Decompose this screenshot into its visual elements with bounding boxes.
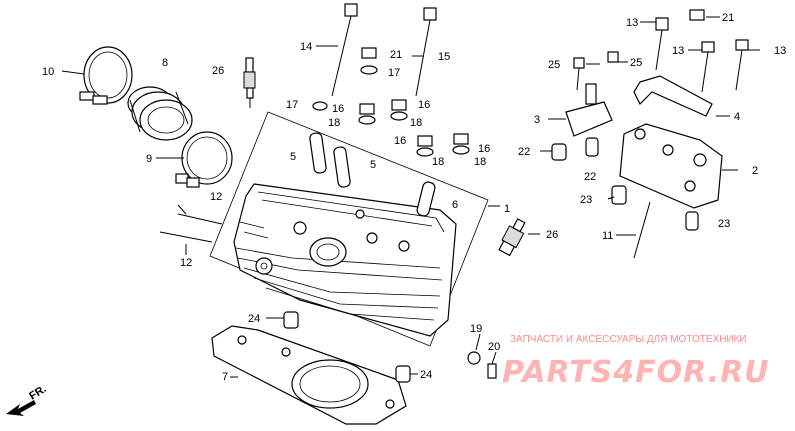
valve-guides: [309, 132, 436, 217]
carburetor-insulator-8: [127, 86, 193, 141]
label-16-c: 16: [394, 135, 406, 147]
label-19: 19: [470, 323, 482, 335]
watermark: ЗАПЧАСТИ И АКСЕССУАРЫ ДЛЯ МОТОТЕХНИКИ PA…: [502, 334, 770, 390]
nuts-and-washers: [312, 47, 470, 157]
part-labels: 10 8 26 9 12 12 14 15 21 17 17 16 18 16 …: [42, 12, 786, 383]
label-7: 7: [222, 371, 228, 383]
label-23-left: 23: [580, 194, 592, 206]
label-16-b: 16: [418, 99, 430, 111]
label-13-b: 13: [672, 45, 684, 57]
front-marker: FR.: [27, 383, 48, 403]
label-18-b: 18: [410, 117, 422, 129]
head-gasket: [211, 325, 407, 425]
stud-bolts-12: [159, 213, 223, 243]
label-16-a: 16: [332, 103, 344, 115]
intake-band-9: [175, 131, 233, 188]
label-25-left: 25: [548, 59, 560, 71]
label-24-left: 24: [248, 313, 260, 325]
rocker-plate: [633, 75, 713, 117]
cylinder-head: [233, 183, 457, 337]
watermark-caption: ЗАПЧАСТИ И АКСЕССУАРЫ ДЛЯ МОТОТЕХНИКИ: [510, 334, 747, 345]
label-5-right: 5: [370, 159, 376, 171]
label-5-left: 5: [290, 151, 296, 163]
label-22-right: 22: [584, 171, 596, 183]
label-17-lower: 17: [286, 99, 298, 111]
label-12-upper: 12: [210, 191, 222, 203]
head-assembly-frame: [209, 111, 489, 347]
label-26-upper: 26: [212, 65, 224, 77]
label-21-left: 21: [390, 49, 402, 61]
label-18-a: 18: [328, 117, 340, 129]
label-3: 3: [534, 114, 540, 126]
leader-lines: [61, 16, 760, 378]
head-bolts: [331, 3, 437, 97]
label-10: 10: [42, 66, 54, 78]
holder-dowels: [551, 137, 699, 231]
label-4: 4: [734, 111, 740, 123]
label-17-upper: 17: [388, 67, 400, 79]
front-arrow: FR.: [6, 383, 49, 416]
label-14: 14: [300, 41, 312, 53]
label-13-a: 13: [626, 17, 638, 29]
label-16-d: 16: [478, 143, 490, 155]
label-2: 2: [752, 165, 758, 177]
label-18-c: 18: [432, 156, 444, 168]
rocker-arm-holder: [619, 123, 723, 209]
label-8: 8: [162, 57, 168, 69]
label-24-right: 24: [420, 369, 432, 381]
rocker-arms: [565, 83, 613, 137]
label-9: 9: [146, 153, 152, 165]
watermark-logo: PARTS4FOR.RU: [502, 355, 770, 390]
label-15: 15: [438, 51, 450, 63]
label-11: 11: [602, 230, 613, 242]
label-20: 20: [488, 341, 500, 353]
label-25-right: 25: [630, 57, 642, 69]
label-26-lower: 26: [546, 229, 558, 241]
stud-11: [633, 201, 651, 259]
holder-bolts: [573, 9, 749, 93]
spark-plug-lower: [498, 218, 526, 257]
label-23-right: 23: [718, 218, 730, 230]
spark-plug-upper: [243, 57, 256, 108]
intake-band-10: [79, 46, 133, 105]
label-18-d: 18: [474, 156, 486, 168]
label-12-lower: 12: [180, 257, 192, 269]
sealing-washer-and-bolt: [467, 351, 497, 379]
label-22-left: 22: [518, 146, 530, 158]
label-21-right: 21: [722, 12, 734, 24]
label-6: 6: [452, 199, 458, 211]
label-13-c: 13: [774, 45, 786, 57]
label-1: 1: [504, 203, 510, 215]
